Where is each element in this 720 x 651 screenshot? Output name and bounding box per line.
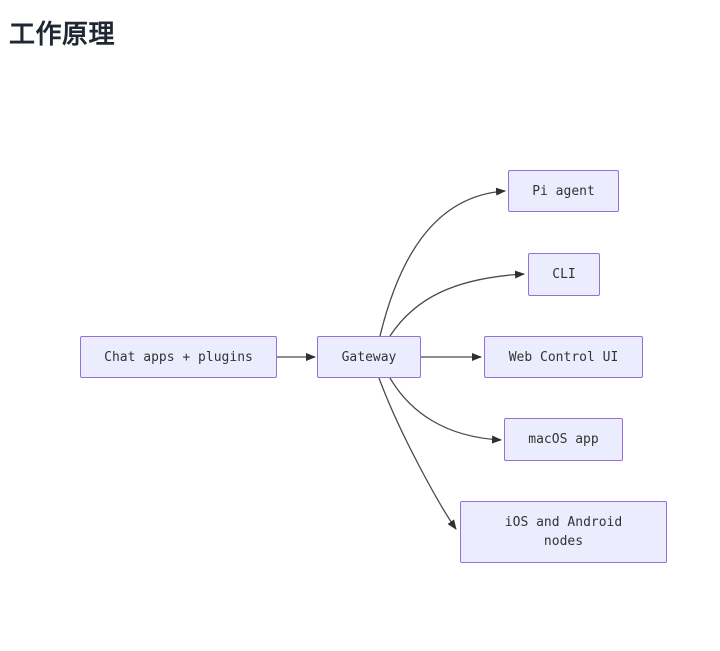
edge-gateway-to-pi-agent	[379, 187, 506, 337]
node-chat-apps-plugins: Chat apps + plugins	[80, 336, 277, 378]
edge-gateway-to-cli	[389, 270, 525, 337]
node-macos-app: macOS app	[504, 418, 623, 461]
edge-gateway-to-macos-app	[389, 377, 502, 444]
node-pi-agent: Pi agent	[508, 170, 619, 212]
node-ios-android-nodes: iOS and Android nodes	[460, 501, 667, 563]
edge-gateway-to-ios-android-nodes	[378, 377, 457, 530]
page-title: 工作原理	[9, 20, 116, 50]
node-gateway: Gateway	[317, 336, 421, 378]
node-web-control-ui: Web Control UI	[484, 336, 643, 378]
node-cli: CLI	[528, 253, 600, 296]
